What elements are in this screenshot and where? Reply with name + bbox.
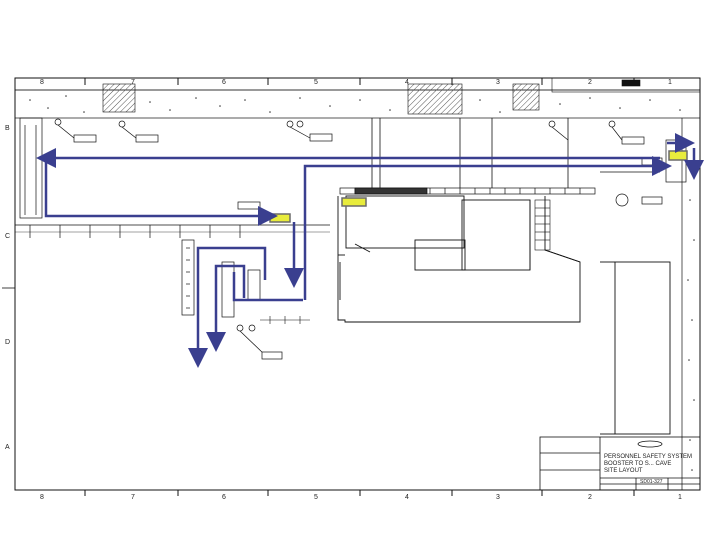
title-line-1: PERSONNEL SAFETY SYSTEM [604,454,692,460]
highlighted-devices [269,150,688,223]
cave-building [337,195,581,323]
bottom-marker-8: 8 [40,494,44,501]
route-arrow-outer-loop [188,246,267,368]
tag-box-top-center [309,133,333,142]
bottom-zone-markers: 8 7 6 5 4 3 2 1 [40,490,682,501]
callouts [54,118,623,355]
bottom-marker-2: 2 [588,494,592,501]
right-equipment [600,139,687,207]
bottom-marker-7: 7 [131,494,135,501]
left-marker-d: D [5,339,10,346]
shield-wall-top [14,83,701,119]
top-marker-6: 6 [222,79,226,86]
left-marker-a: A [5,444,10,451]
highlight-device-left [269,213,291,223]
highlight-device-right [668,150,688,161]
title-line-3: SITE LAYOUT [604,468,643,474]
top-marker-8: 8 [40,79,44,86]
left-zone-markers: B C D A [2,125,15,451]
tag-box-mid-left [237,201,261,210]
hatched-block-left [102,83,136,113]
title-line-2: BOOSTER TO S... CAVE [604,461,671,467]
hatched-block-center [407,83,463,115]
top-marker-2: 2 [588,79,592,86]
equipment-tags [73,133,663,360]
top-zone-markers: 8 7 6 5 4 3 2 1 [40,78,672,86]
right-long-room [600,261,671,435]
bottom-marker-4: 4 [405,494,409,501]
tag-box-top-mid [135,134,159,143]
top-marker-1: 1 [668,79,672,86]
logo-mark [637,440,663,448]
top-marker-4: 4 [405,79,409,86]
route-arrow-mid-right [303,156,672,300]
tag-box-right-b [641,196,663,205]
title-text: PERSONNEL SAFETY SYSTEM BOOSTER TO S... … [604,454,692,485]
bottom-marker-6: 6 [222,494,226,501]
tag-box-bottom [261,351,283,360]
stair-detail [534,199,551,251]
floor-ticks-lower [260,316,310,324]
equipment-racks [181,239,261,318]
top-marker-7: 7 [131,79,135,86]
bottom-marker-5: 5 [314,494,318,501]
tag-box-top-left [73,134,97,143]
left-marker-c: C [5,233,10,240]
bottom-marker-3: 3 [496,494,500,501]
top-marker-5: 5 [314,79,318,86]
title-block [539,436,701,491]
top-marker-3: 3 [496,79,500,86]
beam-pipes [371,118,569,188]
route-arrow-left-loop [44,158,278,226]
shield-wall-right [681,118,695,490]
route-arrows [36,133,704,368]
beamline-ruler [339,187,596,195]
route-arrow-inner-loop [206,264,246,352]
drawing-number: SD01-327 [640,479,663,485]
bottom-marker-1: 1 [678,494,682,501]
shield-wall-left [19,117,43,219]
highlight-device-center [341,197,367,207]
concrete-speckle [29,95,681,113]
revision-block [551,77,701,93]
drawing-frame [14,77,701,491]
tag-box-top-right [621,136,645,145]
hatched-block-right [512,83,540,111]
floor-divider [15,224,330,238]
left-marker-b: B [5,125,10,132]
route-arrow-connector [232,272,303,302]
